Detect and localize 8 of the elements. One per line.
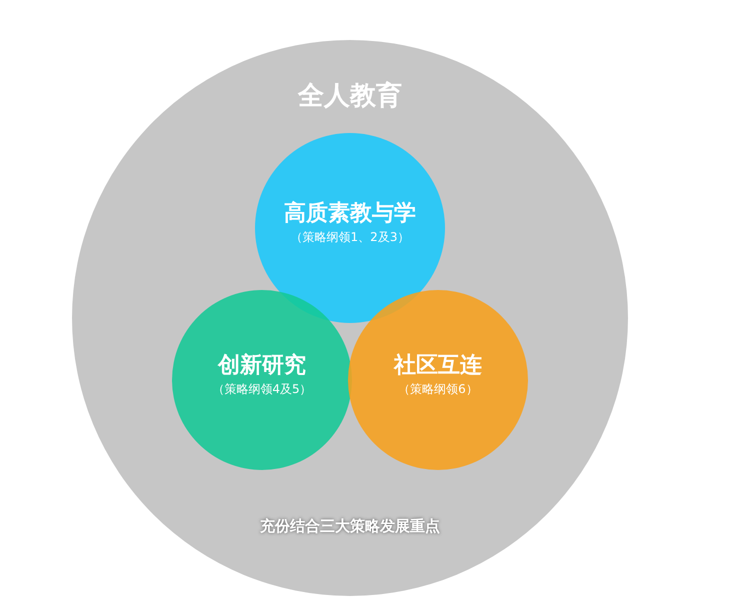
circle-subtitle: （策略纲领4及5） (212, 381, 312, 398)
circle-title: 创新研究 (218, 352, 306, 380)
footer-caption: 充份结合三大策略发展重点 (260, 517, 440, 536)
circle-subtitle: （策略纲领6） (398, 381, 478, 398)
circle-subtitle: （策略纲领1、2及3） (290, 229, 410, 246)
circle-title: 社区互连 (394, 352, 482, 380)
diagram-heading: 全人教育 (298, 80, 402, 113)
circle-title: 高质素教与学 (284, 200, 416, 228)
